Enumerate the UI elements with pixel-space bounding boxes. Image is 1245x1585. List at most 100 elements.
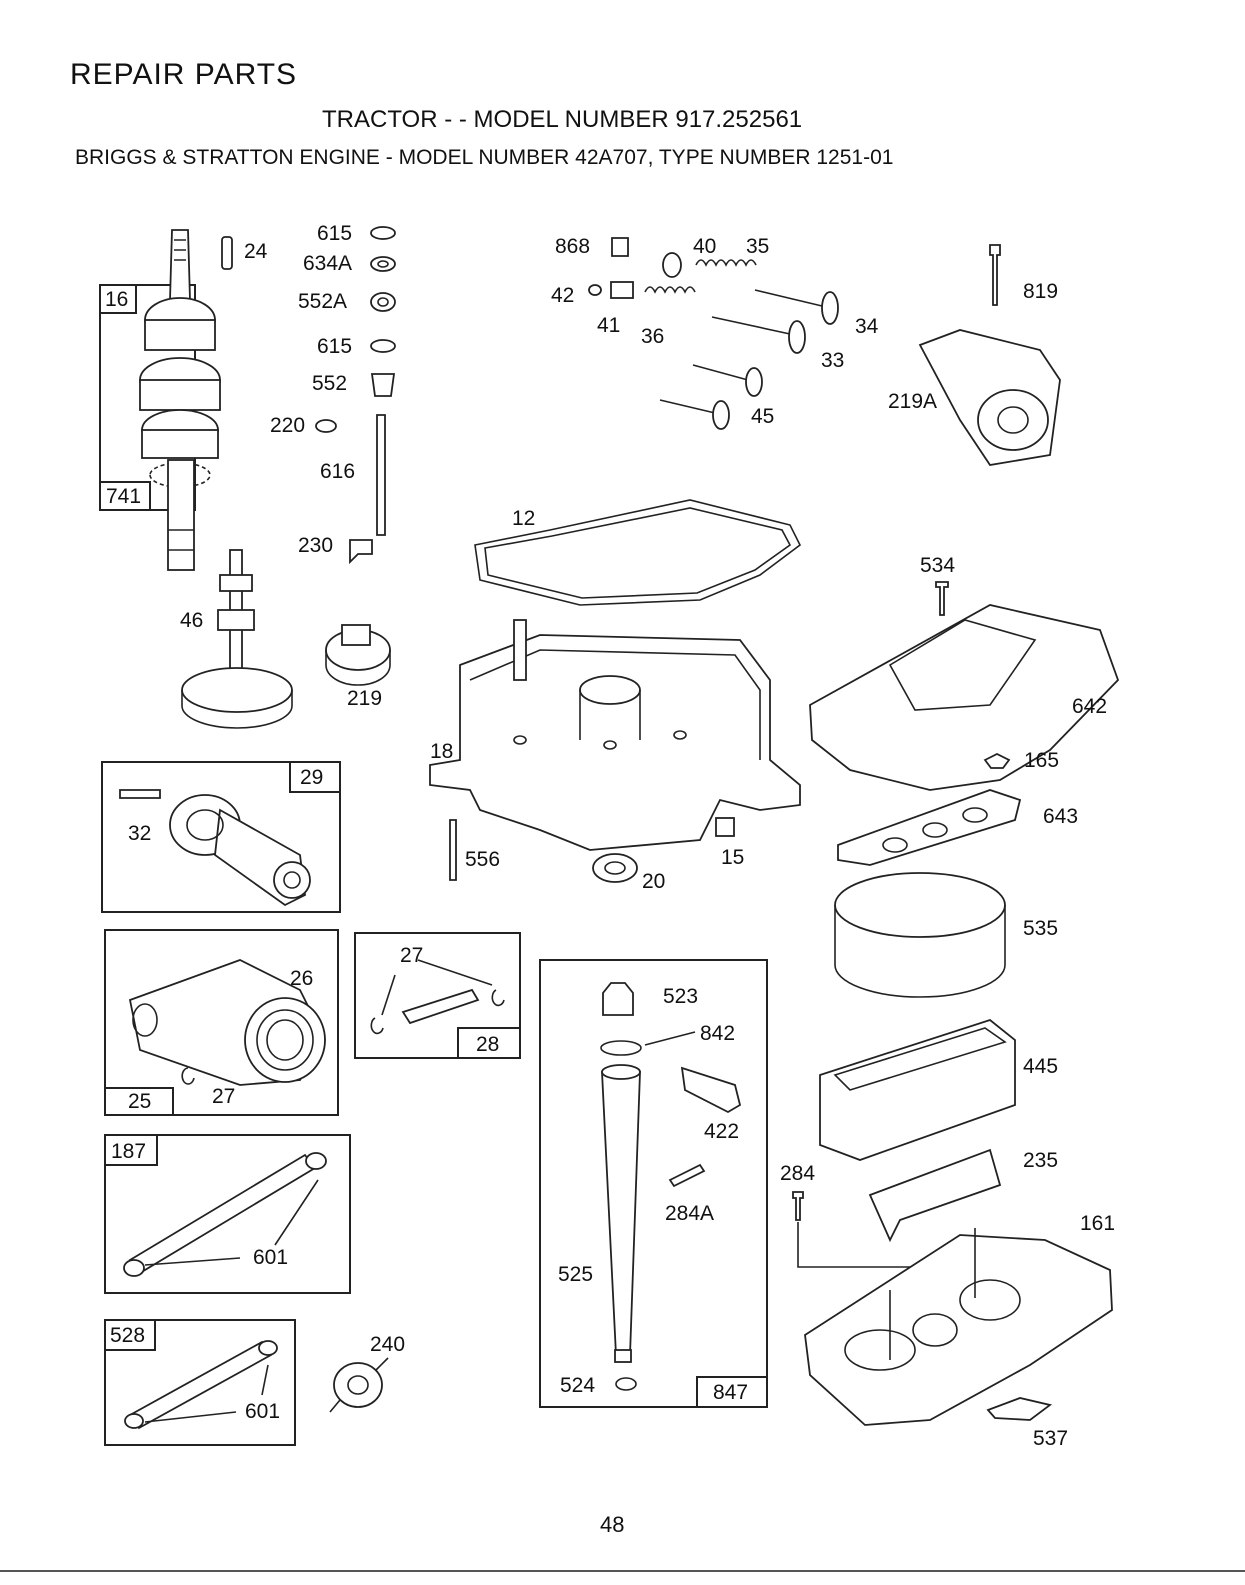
crankshaft-drawing — [139, 229, 221, 571]
callout-161: 161 — [1080, 1212, 1115, 1235]
valve-34-stem — [754, 289, 823, 307]
screw-534 — [935, 581, 949, 616]
callout-33: 33 — [821, 349, 844, 372]
callout-18: 18 — [430, 740, 453, 763]
callout-27-pin: 27 — [400, 944, 423, 967]
callout-445: 445 — [1023, 1055, 1058, 1078]
kit-label-box-29 — [289, 761, 341, 793]
spring-36 — [644, 286, 696, 294]
callout-422: 422 — [704, 1120, 739, 1143]
callout-12: 12 — [512, 507, 535, 530]
connecting-rod-29 — [169, 794, 311, 907]
callout-25: 25 — [128, 1090, 151, 1113]
callout-601-upper: 601 — [253, 1246, 288, 1269]
kit-label-box-16 — [99, 284, 137, 314]
piston-26 — [128, 959, 327, 1086]
engine-model-heading: BRIGGS & STRATTON ENGINE - MODEL NUMBER … — [75, 146, 894, 169]
washer-220 — [315, 419, 337, 433]
dipstick-tube-525 — [601, 1064, 641, 1363]
retainer-615-bottom — [370, 339, 396, 353]
valve-a-stem — [692, 364, 749, 381]
callout-15: 15 — [721, 846, 744, 869]
callout-45: 45 — [751, 405, 774, 428]
valve-34-head — [821, 291, 839, 325]
camshaft-46 — [181, 549, 293, 729]
air-filter-445 — [819, 1018, 1016, 1161]
callout-187: 187 — [111, 1140, 146, 1163]
callout-528: 528 — [110, 1324, 145, 1347]
fuel-filter-240 — [329, 1357, 389, 1413]
callout-235: 235 — [1023, 1149, 1058, 1172]
seal-552 — [370, 373, 396, 397]
base-161 — [804, 1228, 1113, 1426]
callout-741: 741 — [106, 485, 141, 508]
bracket-422 — [680, 1066, 742, 1114]
callout-556: 556 — [465, 848, 500, 871]
kit-box-528 — [104, 1319, 296, 1446]
governor-shaft-616 — [376, 414, 386, 536]
kit-box-29 — [101, 761, 341, 913]
gasket-12 — [474, 499, 802, 606]
callout-284a: 284A — [665, 1202, 714, 1225]
callout-642: 642 — [1072, 695, 1107, 718]
cover-642 — [809, 604, 1120, 791]
screw-284 — [792, 1191, 804, 1221]
pre-cleaner-535 — [834, 872, 1006, 998]
washer-634a — [370, 256, 396, 272]
brake-assembly-219a — [918, 329, 1061, 466]
callout-29: 29 — [300, 766, 323, 789]
callout-40: 40 — [693, 235, 716, 258]
kit-label-box-25 — [104, 1087, 174, 1116]
callout-524: 524 — [560, 1374, 595, 1397]
callout-36: 36 — [641, 325, 664, 348]
plug-15 — [715, 817, 735, 837]
callout-842: 842 — [700, 1022, 735, 1045]
callout-615-top: 615 — [317, 222, 352, 245]
callout-537: 537 — [1033, 1427, 1068, 1450]
page-title: REPAIR PARTS — [70, 58, 298, 91]
callout-525: 525 — [558, 1263, 593, 1286]
callout-868: 868 — [555, 235, 590, 258]
callout-16: 16 — [105, 288, 128, 311]
callout-42: 42 — [551, 284, 574, 307]
callout-230: 230 — [298, 534, 333, 557]
bottom-rule — [0, 1570, 1245, 1572]
callout-20: 20 — [642, 870, 665, 893]
callout-220: 220 — [270, 414, 305, 437]
breather-41 — [610, 281, 634, 299]
kit-label-box-187 — [104, 1134, 158, 1166]
callout-819: 819 — [1023, 280, 1058, 303]
callout-552a: 552A — [298, 290, 347, 313]
callout-847: 847 — [713, 1381, 748, 1404]
callout-535: 535 — [1023, 917, 1058, 940]
tractor-model-heading: TRACTOR - - MODEL NUMBER 917.252561 — [322, 106, 803, 133]
callout-219a: 219A — [888, 390, 937, 413]
bolt-556 — [449, 819, 457, 881]
pin-clips-27 — [370, 989, 505, 1035]
callout-165: 165 — [1024, 749, 1059, 772]
key-pin-24 — [221, 236, 233, 270]
callout-24: 24 — [244, 240, 268, 263]
kit-box-28 — [354, 932, 521, 1059]
governor-assembly-219 — [325, 624, 391, 686]
callout-534: 534 — [920, 554, 955, 577]
piston-pin — [401, 988, 480, 1025]
bolt-32 — [119, 789, 161, 799]
kit-label-box-28 — [457, 1027, 521, 1059]
callout-615-bottom: 615 — [317, 335, 352, 358]
callout-643: 643 — [1043, 805, 1078, 828]
retainer-40 — [662, 252, 682, 278]
retainer-615-top — [370, 226, 396, 240]
gasket-537 — [986, 1397, 1053, 1421]
kit-box-847 — [539, 959, 768, 1408]
callout-41: 41 — [597, 314, 620, 337]
bracket-235 — [868, 1148, 1002, 1243]
plug-868 — [611, 237, 629, 257]
kit-box-25 — [104, 929, 339, 1116]
kit-box-187 — [104, 1134, 351, 1294]
screw-819 — [989, 244, 1001, 306]
valve-45-stem — [659, 399, 716, 414]
callout-219: 219 — [347, 687, 382, 710]
wing-nut-165 — [983, 752, 1011, 769]
